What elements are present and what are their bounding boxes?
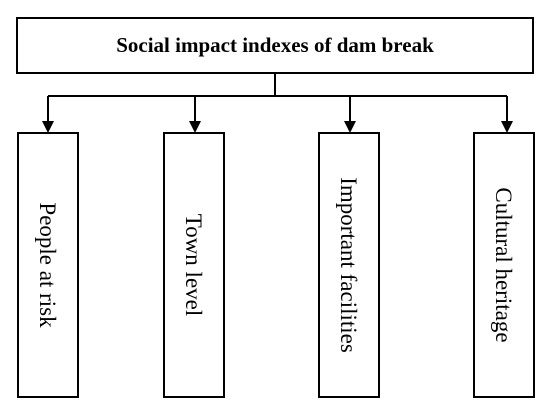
child-label-cultural-heritage: Cultural heritage bbox=[491, 187, 516, 342]
arrowhead-3 bbox=[344, 121, 356, 133]
root-label: Social impact indexes of dam break bbox=[116, 33, 434, 57]
child-label-people-at-risk: People at risk bbox=[35, 202, 60, 328]
child-box-cultural-heritage bbox=[473, 132, 535, 398]
child-label-important-facilities: Important facilities bbox=[336, 177, 361, 353]
arrowhead-1 bbox=[42, 121, 54, 133]
arrowhead-2 bbox=[189, 121, 201, 133]
child-box-people-at-risk bbox=[17, 132, 79, 398]
child-box-town-level bbox=[163, 132, 225, 398]
root-box bbox=[16, 17, 534, 74]
child-label-town-level: Town level bbox=[181, 214, 206, 317]
child-box-important-facilities bbox=[318, 132, 380, 398]
arrowhead-4 bbox=[501, 121, 513, 133]
